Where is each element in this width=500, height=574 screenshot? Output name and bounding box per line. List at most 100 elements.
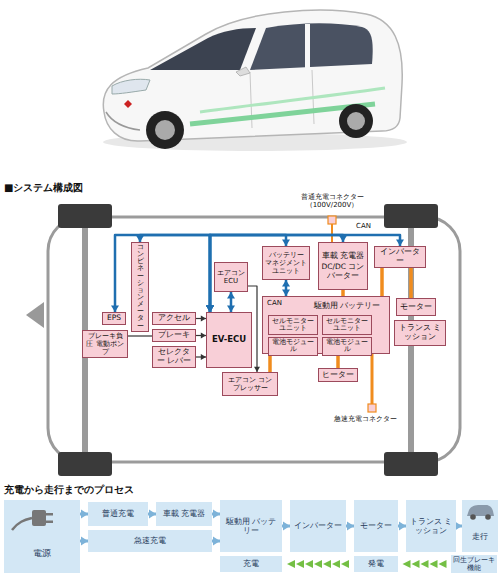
- process-box: 走行: [462, 500, 498, 552]
- flow-triangle: [314, 560, 322, 568]
- arrow-head: [399, 522, 406, 531]
- node-text: DC/DC コンバーター: [321, 263, 365, 280]
- plug-pin: [46, 521, 53, 524]
- flow-triangle: [403, 560, 411, 568]
- label-text: 急速充電コネクター: [326, 415, 404, 423]
- process-box: 充電: [220, 556, 282, 572]
- charge-cable: [331, 224, 333, 242]
- node-text: セルモニター ユニット: [271, 318, 315, 333]
- car-wheel: [339, 104, 373, 138]
- plug-icon: [4, 500, 80, 534]
- charge-cable: [371, 354, 374, 404]
- arrow-head: [347, 522, 354, 531]
- flow-triangle: [323, 560, 331, 568]
- node-text: 急速充電: [134, 536, 166, 545]
- flow-triangle: [341, 560, 349, 568]
- node-text: 車載 充電器: [322, 252, 364, 261]
- connector-line: [140, 235, 210, 312]
- car-emblem: [124, 100, 132, 108]
- plug-pin: [46, 513, 53, 516]
- arrow-head: [213, 510, 220, 519]
- node-text: インバーター: [377, 248, 423, 265]
- car-wheel: [146, 111, 184, 149]
- connector: [398, 522, 406, 531]
- node-text: コンビネーションメーター: [137, 244, 144, 330]
- car-icon: [462, 500, 498, 522]
- node-text: ブレーキ負圧 電動ポンプ: [85, 332, 125, 356]
- flow-triangle: [287, 560, 295, 568]
- connector: [287, 560, 349, 568]
- car-windshield: [150, 28, 256, 70]
- node-text: エアコン コンプレッサー: [225, 376, 275, 392]
- section-heading: ■システム構成図: [4, 182, 134, 194]
- process-box: インバーター: [290, 500, 346, 552]
- node-text: 駆動用 バッテリー: [222, 517, 280, 535]
- front-arrow: [26, 302, 44, 328]
- component-box: セレクター レバー: [152, 346, 196, 368]
- wheel: [58, 204, 112, 228]
- connector: [270, 354, 271, 372]
- node-text: ヒーター: [322, 371, 354, 380]
- label-text: CAN: [267, 299, 287, 307]
- label-text: CAN: [356, 222, 376, 230]
- arrow-head: [455, 522, 462, 531]
- connector: [455, 522, 462, 531]
- node-text: 電源: [33, 548, 51, 558]
- component-box: モーター: [396, 298, 436, 316]
- process-box: 車載 充電器: [156, 502, 212, 526]
- plug-body: [32, 510, 46, 526]
- node-text: EV-ECU: [212, 335, 246, 345]
- car-outline: [48, 217, 460, 462]
- car-hub: [155, 120, 175, 140]
- connector: [282, 522, 290, 531]
- car-icon-wheel: [470, 514, 476, 520]
- node-text: 充電: [243, 559, 259, 568]
- car-window: [250, 23, 373, 70]
- flow-triangle: [421, 560, 429, 568]
- flow-triangle: [305, 560, 313, 568]
- car-plan: [26, 204, 460, 476]
- process-box: 普通充電: [88, 502, 148, 526]
- node-text: モーター: [400, 303, 432, 312]
- node-text: アクセル: [158, 314, 190, 323]
- section-heading: 充電から走行までのプロセス: [4, 484, 224, 495]
- connector: [382, 268, 383, 296]
- plug-cable: [12, 518, 32, 530]
- connector: [80, 537, 88, 546]
- connector: [212, 537, 220, 546]
- node-text: トランス ミッション: [408, 517, 454, 535]
- connector: [212, 510, 220, 519]
- car-icon-body: [467, 505, 494, 516]
- component-box: ブレーキ: [152, 329, 196, 342]
- component-box: コンビネーションメーター: [131, 242, 149, 332]
- connector-line: [336, 354, 340, 368]
- node-text: EPS: [107, 314, 121, 323]
- arrow-head: [81, 510, 88, 519]
- component-box: ブレーキ負圧 電動ポンプ: [82, 330, 128, 358]
- process-box: 電源: [4, 500, 80, 573]
- car-icon-wheel: [485, 514, 491, 520]
- connector: [196, 333, 206, 339]
- component-box: EPS: [102, 312, 126, 325]
- arrow-head: [213, 537, 220, 546]
- component-box: エアコン ECU: [214, 262, 248, 292]
- component-box: 電池モジュール: [322, 337, 372, 356]
- connector: [282, 280, 290, 296]
- connector-line: [268, 354, 272, 372]
- component-box: EV-ECU: [206, 312, 252, 368]
- process-box: トランス ミッション: [406, 500, 456, 552]
- connector: [196, 354, 206, 360]
- arrow-head: [282, 280, 290, 287]
- component-box: インバーター: [374, 246, 426, 268]
- node-text: トランス ミッション: [397, 324, 443, 341]
- arrow-head: [149, 510, 156, 519]
- flow-triangle: [296, 560, 304, 568]
- connector: [346, 522, 354, 531]
- node-text: 回生ブレーキ 機能: [453, 556, 495, 572]
- connector-symbol: [368, 404, 376, 412]
- node-text: モーター: [360, 521, 392, 530]
- connector-line: [409, 268, 413, 298]
- car-headlight: [112, 79, 150, 94]
- flow-triangle: [412, 560, 420, 568]
- process-box: モーター: [354, 500, 398, 552]
